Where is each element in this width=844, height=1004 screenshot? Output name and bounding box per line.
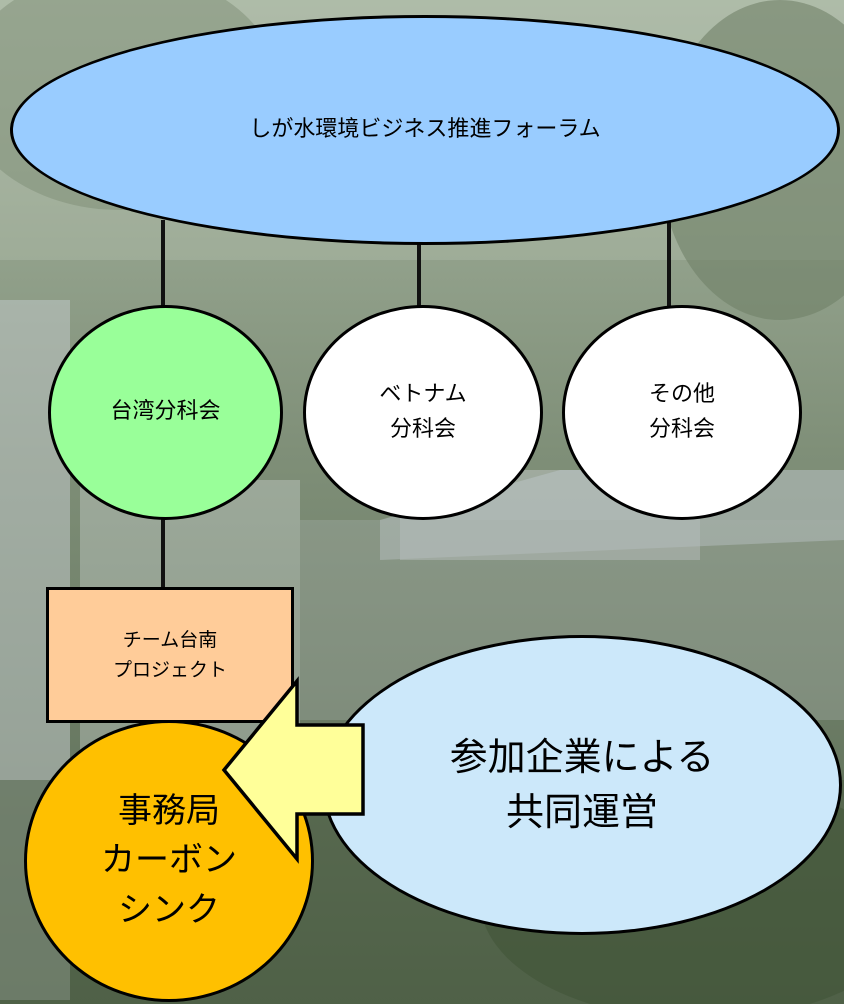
other-subcommittee-line1: その他 xyxy=(648,382,715,408)
connector-forum-taiwan xyxy=(161,220,165,312)
team-tainan-project-box: チーム台南 プロジェクト xyxy=(46,587,294,723)
joint-line1: 参加企業による xyxy=(449,734,715,779)
joint-operation-ellipse: 参加企業による 共同運営 xyxy=(322,635,842,935)
vietnam-subcommittee-line2: 分科会 xyxy=(389,416,456,442)
vietnam-subcommittee-line1: ベトナム xyxy=(379,382,467,408)
other-subcommittee-line2: 分科会 xyxy=(648,416,715,442)
left-arrow-icon xyxy=(221,676,365,864)
secretariat-line2: カーボン xyxy=(101,840,237,881)
taiwan-subcommittee-circle: 台湾分科会 xyxy=(48,305,283,520)
project-line2: プロジェクト xyxy=(112,659,227,681)
connector-taiwan-project xyxy=(161,512,165,590)
secretariat-line3: シンク xyxy=(118,889,220,930)
secretariat-line1: 事務局 xyxy=(118,791,220,832)
project-line1: チーム台南 xyxy=(122,628,218,651)
vietnam-subcommittee-circle: ベトナム 分科会 xyxy=(303,305,543,520)
other-subcommittee-circle: その他 分科会 xyxy=(562,305,802,520)
joint-line2: 共同運営 xyxy=(505,790,658,834)
forum-label: しが水環境ビジネス推進フォーラム xyxy=(249,116,601,142)
connector-forum-other xyxy=(667,218,671,312)
forum-ellipse: しが水環境ビジネス推進フォーラム xyxy=(10,15,840,245)
taiwan-subcommittee-label: 台湾分科会 xyxy=(110,399,221,425)
connector-forum-vietnam xyxy=(417,234,421,314)
